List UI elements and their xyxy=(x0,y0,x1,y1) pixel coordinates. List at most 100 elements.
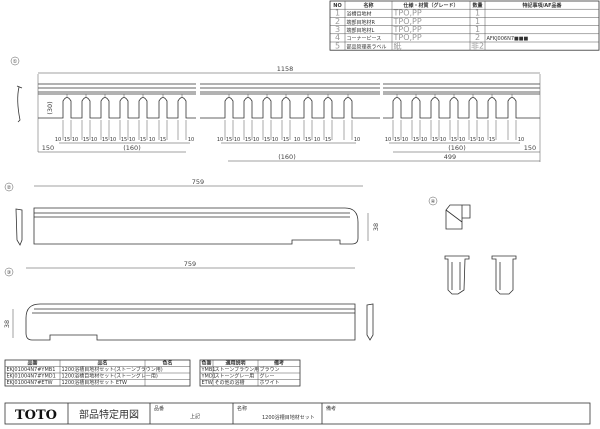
pitch-dim: 15 xyxy=(102,137,108,143)
drawing-3-end-l: ③ 759 38 xyxy=(3,260,374,341)
table-header: 色番 xyxy=(201,360,212,367)
height-dim: (30) xyxy=(46,101,54,114)
drawing-4-corner-piece: ④ xyxy=(428,196,517,295)
pitch-dim: 15 xyxy=(226,137,232,143)
end-profile-icon xyxy=(15,208,23,246)
table-cell: ETW xyxy=(202,380,213,386)
table-header: NO xyxy=(333,3,341,9)
span-dim-3: (160) xyxy=(448,144,465,152)
table-header: 品番 xyxy=(27,360,38,367)
right-length-dim: 499 xyxy=(444,153,456,161)
table-cell: 端部目地材L xyxy=(347,27,375,34)
table-cell: YMB1 xyxy=(201,367,216,373)
table-cell: その他の浴槽 xyxy=(215,379,245,386)
drawing-label-circle xyxy=(4,267,14,277)
title-block: TOTO 部品特定用図 品番 上記 名称 1200浴槽目地材セット 備考 xyxy=(4,402,591,425)
table-header: 仕様・材質（グレード） xyxy=(402,2,458,9)
table-header: 適用説明 xyxy=(225,360,245,367)
pitch-dim: 15 xyxy=(83,137,89,143)
drawing-4-label: ④ xyxy=(431,199,436,205)
table-cell: 1200浴槽目地材セット(ストーンブラウン用) xyxy=(62,366,163,373)
pitch-dim: 15 xyxy=(325,137,331,143)
table-cell: ホワイト xyxy=(260,380,280,386)
pitch-dim: 10 xyxy=(421,137,427,143)
pitch-dim: 15 xyxy=(283,137,289,143)
table-header: 色名 xyxy=(162,360,172,367)
slot-profile xyxy=(38,97,196,119)
table-cell: TPO,PP xyxy=(393,25,422,34)
pitch-dim: 15 xyxy=(432,137,438,143)
pitch-dim: 15 xyxy=(305,137,311,143)
rail-1 xyxy=(37,74,541,162)
table-cell: TPO,PP xyxy=(393,17,422,26)
rail-segment xyxy=(200,83,380,140)
table-cell: ストーンブラウン用 xyxy=(215,366,260,373)
pitch-dim: 15 xyxy=(413,137,419,143)
end-profile-icon xyxy=(366,303,374,341)
pitch-dim: 10 xyxy=(129,137,135,143)
length-dim: 759 xyxy=(192,178,204,186)
pitch-dim: 15 xyxy=(264,137,270,143)
drawing-3-label: ③ xyxy=(7,270,11,276)
pitch-dim: 10 xyxy=(294,137,300,143)
pitch-dim: 15 xyxy=(451,137,457,143)
title-block-border xyxy=(4,402,591,425)
pitch-dim: 15 xyxy=(121,137,127,143)
table-cell: 浴槽目地材 xyxy=(347,11,372,18)
pitch-dim: 10 xyxy=(253,137,259,143)
toto-logo: TOTO xyxy=(15,408,57,423)
pitch-dim: 10 xyxy=(234,137,240,143)
table-cell: EKJ01004N7#ETW xyxy=(7,380,53,386)
pitch-dim: 15 xyxy=(470,137,476,143)
table-cell: 1 xyxy=(475,17,480,26)
pitch-dim: 10 xyxy=(459,137,465,143)
table-cell: ブラウン xyxy=(260,366,280,373)
height-dim: 38 xyxy=(3,320,11,328)
drawing-2-label: ② xyxy=(7,185,12,191)
pitch-dim: 15 xyxy=(489,137,495,143)
pitch-dim: 15 xyxy=(160,137,166,143)
rail-segment xyxy=(383,74,541,162)
pitch-dim: 10 xyxy=(72,137,78,143)
pitch-dim: 10 xyxy=(110,137,116,143)
slot-profile xyxy=(200,97,380,119)
pitch-dim: 15 xyxy=(245,137,251,143)
pitch-dim: 10 xyxy=(402,137,408,143)
corner-piece-side-view xyxy=(491,255,517,295)
drawing-2-end-r: ② 759 38 xyxy=(4,178,380,246)
table-cell: 3 xyxy=(335,25,340,34)
table-cell: 1200浴槽目地材セット ETW xyxy=(62,379,128,386)
part-no-value: 上記 xyxy=(190,413,200,420)
pitch-dim: 10 xyxy=(478,137,484,143)
pitch-dim: 10 xyxy=(55,137,61,143)
corner-piece-front-view xyxy=(444,255,470,295)
length-dim: 759 xyxy=(184,260,196,268)
rail-3 xyxy=(25,303,356,341)
table-cell: TPO,PP xyxy=(393,9,422,18)
table-cell: 2 xyxy=(335,17,340,26)
pitch-dim: 10 xyxy=(354,137,360,143)
pitch-dim: 15 xyxy=(64,137,70,143)
drawing-1-label: ① xyxy=(13,59,18,65)
pitch-dim: 15 xyxy=(140,137,146,143)
name-value: 1200浴槽目地材セット xyxy=(262,414,315,421)
pitch-dim: 10 xyxy=(272,137,278,143)
profile-view-icon xyxy=(16,85,23,123)
overall-dim: 1158 xyxy=(277,65,294,73)
name-label: 名称 xyxy=(237,405,247,412)
table-cell: 5 xyxy=(335,41,340,50)
table-cell: 1 xyxy=(335,9,340,18)
height-dim: 38 xyxy=(372,223,380,231)
table-cell: 紙 xyxy=(394,40,402,50)
table-cell: 1 xyxy=(475,9,480,18)
rail-segment xyxy=(37,74,196,152)
corner-piece-top-view xyxy=(445,204,471,230)
pitch-dim: 15 xyxy=(394,137,400,143)
pitch-dim: 10 xyxy=(385,137,391,143)
table-header: 数量 xyxy=(472,2,482,9)
